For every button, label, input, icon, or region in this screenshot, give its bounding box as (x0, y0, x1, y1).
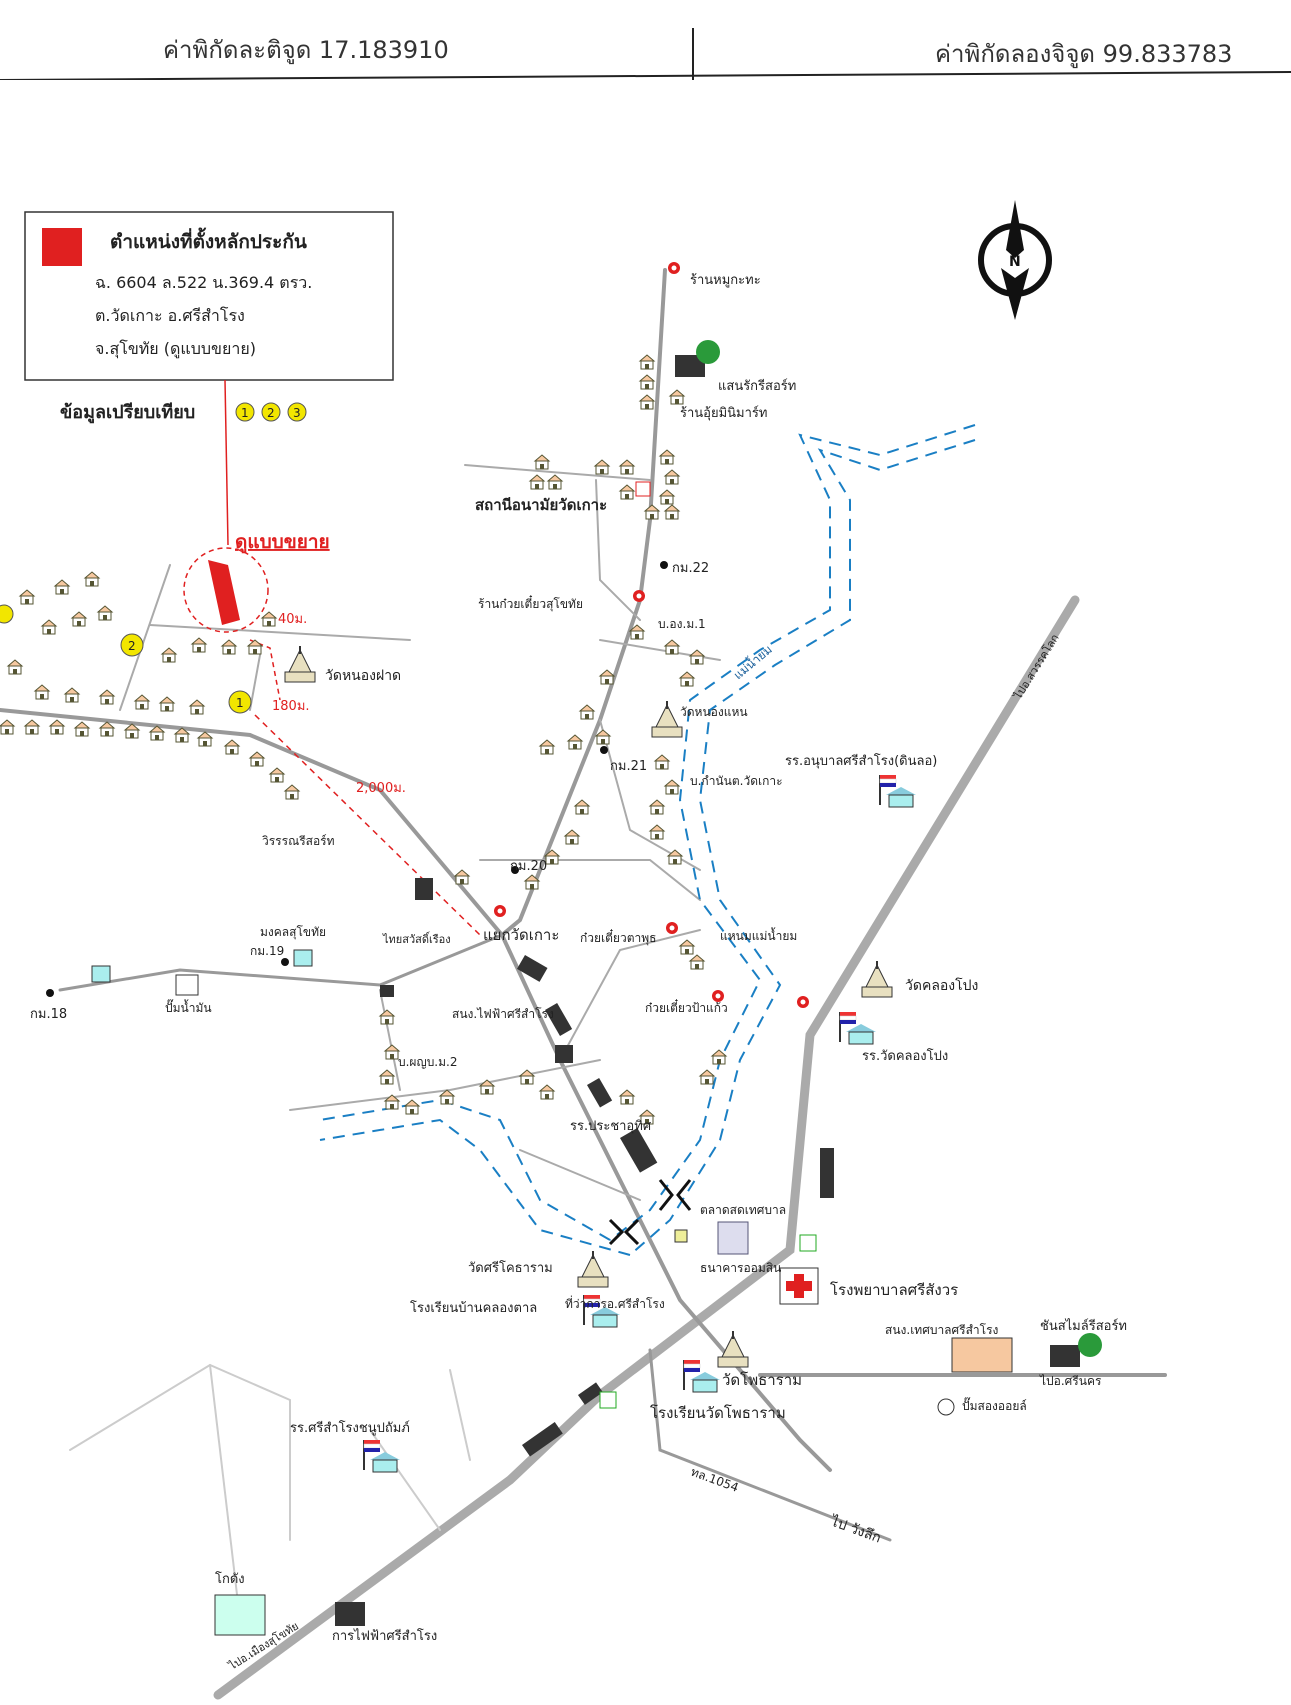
label-place-2: ร้านอุ้ยมินิมาร์ท (680, 405, 767, 421)
label-place-40: โกดัง (215, 1571, 245, 1587)
label-place-41: การไฟฟ้าศรีสำโรง (332, 1628, 437, 1644)
label-place-30: ธนาคารออมสิน (700, 1261, 781, 1275)
label-place-27: รร.ประชาอุทิศ (570, 1119, 652, 1134)
label-place-42: ไป วังลึก (828, 1512, 884, 1546)
place-labels: ร้านหมูกะทะ แสนรักรีสอร์ท ร้านอุ้ยมินิมา… (30, 273, 1127, 1673)
label-place-6: บ.อง.ม.1 (658, 617, 706, 631)
label-place-23: ก๋วยเตี๋ยวป้าแก้ว (645, 998, 728, 1015)
market-icons (91, 949, 1013, 1636)
label-place-20: กม.18 (30, 1007, 67, 1022)
svg-text:2: 2 (128, 639, 136, 653)
comparison-label: ข้อมูลเปรียบเทียบ (60, 402, 195, 424)
label-place-25: สนง.ไฟฟ้าศรีสำโรง (452, 1007, 554, 1021)
longitude-label: ค่าพิกัดลองจิจูด 99.833783 (935, 40, 1233, 68)
label-place-43: แม่น้ำยม (730, 641, 775, 683)
label-place-9: กม.21 (610, 759, 647, 774)
map-comparison-markers: 1 2 (0, 604, 252, 714)
building-icons (335, 355, 1080, 1626)
coordinate-header: ค่าพิกัดละติจูด 17.183910 ค่าพิกัดลองจิจ… (0, 0, 1291, 80)
north-arrow-icon: N (978, 200, 1052, 320)
label-place-10: บ.กำนันต.วัดเกาะ (690, 774, 783, 788)
label-place-21: ปั๊มน้ำมัน (165, 999, 212, 1015)
hospital-icon (635, 481, 819, 1305)
label-place-31: โรงพยาบาลศรีสังวร (830, 1281, 958, 1299)
yom-river (319, 424, 976, 1256)
label-place-34: สนง.เทศบาลศรีสำโรง (885, 1323, 998, 1337)
label-place-33: ที่ว่าการอ.ศรีสำโรง (565, 1295, 665, 1311)
legend-red-swatch (42, 228, 82, 266)
label-place-32: โรงเรียนบ้านคลองตาล (410, 1300, 537, 1316)
roads (0, 268, 1167, 1700)
tree-icons (696, 340, 1102, 1357)
legend-title: ตำแหน่งที่ตั้งหลักประกัน (110, 227, 307, 253)
label-place-3: สถานีอนามัยวัดเกาะ (475, 496, 607, 514)
label-place-36: วัดโพธาราม (722, 1371, 802, 1389)
bridge-icons (608, 1179, 692, 1246)
distance-2000m: 2,000ม. (356, 781, 406, 796)
distance-180m: 180ม. (272, 699, 310, 714)
legend-subdistrict: ต.วัดเกาะ อ.ศรีสำโรง (95, 306, 245, 325)
label-place-16: แหนมแม่น้ำยม (720, 927, 797, 943)
label-place-18: กม.19 (250, 944, 284, 958)
label-place-28: ตลาดสดเทศบาล (700, 1203, 786, 1217)
label-place-14: แยกวัดเกาะ (483, 926, 559, 944)
comparison-marker-3: 3 (293, 406, 301, 420)
label-place-1: แสนรักรีสอร์ท (718, 378, 796, 394)
comparison-marker-2: 2 (267, 406, 275, 420)
label-place-26: บ.ผญบ.ม.2 (398, 1055, 457, 1069)
comparison-marker-1: 1 (241, 406, 249, 420)
property-callout: ดูแบบขยาย 40ม. 180ม. 2,000ม. (183, 379, 481, 936)
label-place-13: กม.20 (510, 859, 547, 874)
label-place-38: ปั๊มสองออยล์ (962, 1397, 1027, 1413)
header-lines (0, 28, 1291, 80)
label-place-7: วัดหนองฝาด (325, 668, 401, 684)
legend-province: จ.สุโขทัย (ดูแบบขยาย) (95, 339, 256, 359)
km-markers (46, 561, 668, 997)
svg-text:1: 1 (236, 696, 244, 710)
callout-label: ดูแบบขยาย (235, 531, 330, 554)
label-place-35: ชันสไมล์รีสอร์ท (1040, 1318, 1127, 1334)
latitude-label: ค่าพิกัดละติจูด 17.183910 (163, 36, 449, 64)
label-place-45: ไปอ.ศรีนคร (1039, 1374, 1102, 1388)
label-place-5: ร้านก๋วยเตี๋ยวสุโขทัย (478, 594, 583, 612)
label-place-24: รร.วัดคลองโปง (862, 1048, 948, 1064)
label-place-19: ไทยสวัสดิ์เรือง (382, 931, 451, 946)
label-place-37: โรงเรียนวัดโพธาราม (650, 1404, 786, 1422)
compass-n: N (1009, 254, 1021, 270)
legend-box: ตำแหน่งที่ตั้งหลักประกัน ฉ. 6604 ล.522 น… (24, 211, 394, 381)
label-place-11: รร.อนุบาลศรีสำโรง(ดินลอ) (785, 753, 937, 769)
legend-deed: ฉ. 6604 ล.522 น.369.4 ตรว. (95, 273, 312, 292)
label-place-44: ทล.1054 (689, 1465, 740, 1495)
comparison-markers: 1 2 3 (235, 402, 307, 422)
label-place-15: ก๋วยเตี๋ยวตาพุธ (580, 928, 656, 946)
label-place-39: รร.ศรีสำโรงชนูปถัมภ์ (290, 1420, 410, 1436)
property-parcel (208, 560, 240, 625)
label-place-4: กม.22 (672, 561, 709, 576)
label-place-12: วิรรรณรีสอร์ท (262, 834, 335, 848)
distance-40m: 40ม. (278, 612, 307, 627)
label-place-46: ไปอ.สวรรคโลก (1010, 631, 1062, 702)
house-icons (0, 354, 727, 1125)
label-place-17: มงคลสุโขทัย (260, 925, 326, 940)
label-place-0: ร้านหมูกะทะ (690, 273, 761, 288)
label-place-8: วัดหนองแหน (680, 705, 748, 719)
restaurant-pin-icons (494, 262, 809, 1008)
label-place-22: วัดคลองโปง (905, 977, 978, 994)
label-place-29: วัดศรีโคธาราม (468, 1260, 553, 1276)
